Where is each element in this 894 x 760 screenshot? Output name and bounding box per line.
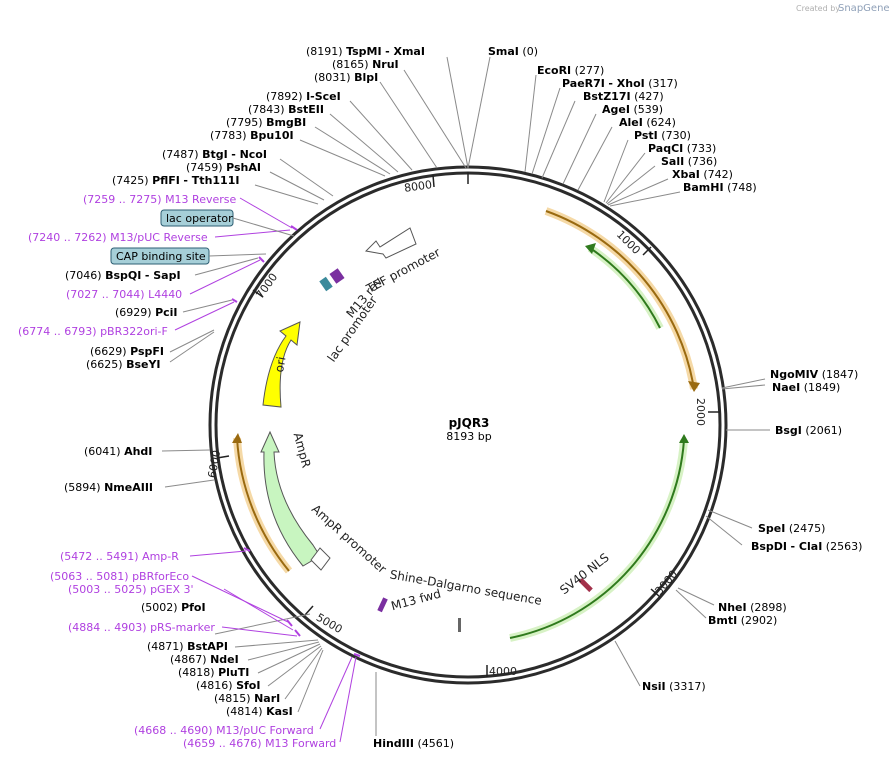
site-bstz17i[interactable]: BstZ17I (427) [583, 90, 664, 103]
ori-label: ori [272, 356, 288, 374]
site-pshai[interactable]: (7459) PshAI [186, 161, 261, 174]
primer-m13-forward[interactable]: (4659 .. 4676) M13 Forward [183, 737, 336, 750]
site-bspqi[interactable]: (7046) BspQI - SapI [65, 269, 181, 282]
shine-dalgarno-marker[interactable] [458, 618, 461, 632]
site-nrui[interactable]: (8165) NruI [332, 58, 399, 71]
site-nari[interactable]: (4815) NarI [214, 692, 280, 705]
site-sali[interactable]: SalI (736) [661, 155, 717, 168]
orange-feature-arc-right[interactable] [545, 210, 695, 390]
site-ecori[interactable]: EcoRI (277) [537, 64, 604, 77]
site-alei[interactable]: AleI (624) [619, 116, 676, 129]
site-bstapi[interactable]: (4871) BstAPI [147, 640, 228, 653]
site-tspmi[interactable]: (8191) TspMI - XmaI [306, 45, 425, 58]
m13-rev-primer-marker[interactable] [329, 268, 345, 284]
site-pflfi[interactable]: (7425) PflFI - Tth111I [112, 174, 239, 187]
site-i-scei[interactable]: (7892) I-SceI [266, 90, 341, 103]
tick-1000 [642, 246, 652, 256]
primer-m13-puc-reverse[interactable]: (7240 .. 7262) M13/pUC Reverse [28, 231, 208, 244]
site-btgi[interactable]: (7487) BtgI - NcoI [162, 148, 267, 161]
tick-label-3000: 3000 [652, 568, 680, 598]
primer-m13-puc-forward[interactable]: (4668 .. 4690) M13/pUC Forward [134, 724, 314, 737]
lac-operator-marker[interactable] [319, 276, 333, 292]
site-ahdi[interactable]: (6041) AhdI [84, 445, 152, 458]
site-bamhi[interactable]: BamHI (748) [683, 181, 757, 194]
tick-8000 [432, 174, 435, 188]
site-bsteii[interactable]: (7843) BstEII [248, 103, 324, 116]
primer-leader-lines [174, 197, 357, 743]
tick-label-8000: 8000 [403, 178, 433, 195]
plasmid-name: pJQR3 [449, 416, 490, 430]
site-bspdi[interactable]: BspDI - ClaI (2563) [751, 540, 862, 553]
m13-fwd-marker[interactable] [377, 597, 388, 613]
snapgene-logo[interactable]: SnapGene [838, 3, 890, 14]
orange-feature-arc-left[interactable] [236, 437, 290, 572]
site-paer7i[interactable]: PaeR7I - XhoI (317) [562, 77, 678, 90]
site-paqci[interactable]: PaqCI (733) [648, 142, 716, 155]
tick-label-5000: 5000 [314, 611, 345, 636]
right-site-labels: SmaI (0) EcoRI (277) PaeR7I - XhoI (317)… [373, 45, 862, 750]
site-bpu10i[interactable]: (7783) Bpu10I [210, 129, 294, 142]
tick-7000 [252, 289, 264, 298]
left-site-labels: (8191) TspMI - XmaI (8165) NruI (8031) B… [64, 45, 425, 718]
created-by-text: Created by [796, 4, 840, 13]
site-smai[interactable]: SmaI (0) [488, 45, 538, 58]
site-naei[interactable]: NaeI (1849) [772, 381, 840, 394]
site-bseyi[interactable]: (6625) BseYI [86, 358, 161, 371]
tick-5000 [304, 605, 314, 616]
site-bsgi[interactable]: BsgI (2061) [775, 424, 842, 437]
ampr-promoter-arrow[interactable] [310, 547, 331, 571]
primer-prs-marker[interactable]: (4884 .. 4903) pRS-marker [68, 621, 215, 634]
site-pluti[interactable]: (4818) PluTI [178, 666, 249, 679]
ampr-arrow[interactable] [260, 430, 321, 567]
site-pfoi[interactable]: (5002) PfoI [141, 601, 206, 614]
lac-operator-box-label: lac operator [166, 212, 233, 225]
site-agei[interactable]: AgeI (539) [602, 103, 663, 116]
site-nmeaiii[interactable]: (5894) NmeAIII [64, 481, 153, 494]
green-feature-arc-top[interactable] [589, 247, 661, 329]
orange-feature-arrowhead-right [688, 381, 700, 392]
tef-promoter-arrow[interactable] [364, 227, 417, 259]
primer-l4440[interactable]: (7027 .. 7044) L4440 [66, 288, 182, 301]
green-feature-halo-bottom [509, 439, 688, 642]
site-xbai[interactable]: XbaI (742) [672, 168, 733, 181]
tick-label-6000: 6000 [206, 449, 224, 479]
m13-fwd-label: M13 fwd [390, 587, 443, 614]
site-blpi[interactable]: (8031) BlpI [314, 71, 378, 84]
site-ndei[interactable]: (4867) NdeI [170, 653, 239, 666]
green-feature-arrowhead-bottom [679, 434, 689, 443]
site-hindiii[interactable]: HindIII (4561) [373, 737, 454, 750]
site-pcii[interactable]: (6929) PciI [115, 306, 178, 319]
tick-6000 [216, 455, 230, 459]
site-nhei[interactable]: NheI (2898) [718, 601, 787, 614]
primer-pbr322ori-f[interactable]: (6774 .. 6793) pBR322ori-F [18, 325, 168, 338]
site-nsii[interactable]: NsiI (3317) [642, 680, 706, 693]
primer-amp-r[interactable]: (5472 .. 5491) Amp-R [60, 550, 179, 563]
primer-m13-reverse[interactable]: (7259 .. 7275) M13 Reverse [83, 193, 236, 206]
site-sfoi[interactable]: (4816) SfoI [196, 679, 260, 692]
site-leader-lines [161, 56, 770, 736]
primer-labels: (7259 .. 7275) M13 Reverse (7240 .. 7262… [18, 193, 336, 750]
site-kasi[interactable]: (4814) KasI [226, 705, 293, 718]
orange-feature-arrowhead-left [232, 433, 242, 443]
site-pspfi[interactable]: (6629) PspFI [90, 345, 164, 358]
plasmid-size: 8193 bp [446, 430, 491, 443]
primer-marks [231, 225, 361, 657]
site-bmti[interactable]: BmtI (2902) [708, 614, 777, 627]
tick-label-2000: 2000 [694, 398, 707, 426]
sv40-nls-marker[interactable] [578, 577, 593, 593]
site-bmgbi[interactable]: (7795) BmgBI [226, 116, 306, 129]
green-feature-arrowhead-top [585, 243, 596, 254]
ori-arrow[interactable] [262, 321, 301, 408]
site-psti[interactable]: PstI (730) [634, 129, 691, 142]
site-spei[interactable]: SpeI (2475) [758, 522, 825, 535]
site-ngomiv[interactable]: NgoMIV (1847) [770, 368, 858, 381]
tick-3000 [650, 588, 661, 598]
ampr-label: AmpR [291, 431, 314, 469]
primer-pgex3[interactable]: (5003 .. 5025) pGEX 3' [68, 583, 194, 596]
green-feature-arc-bottom[interactable] [509, 439, 685, 639]
tick-label-4000: 4000 [489, 665, 517, 678]
primer-pbrforeco[interactable]: (5063 .. 5081) pBRforEco [50, 570, 189, 583]
cap-site-box-label: CAP binding site [116, 250, 206, 263]
